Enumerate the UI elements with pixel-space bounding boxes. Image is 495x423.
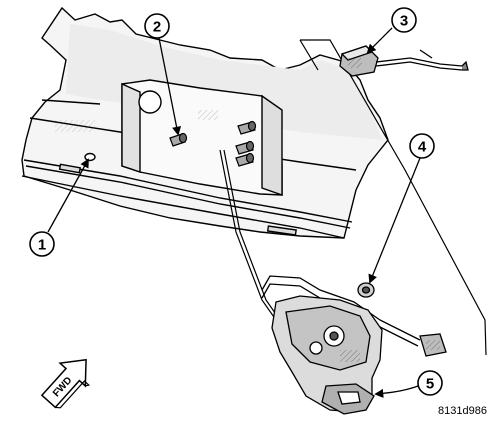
- release-rod: [219, 149, 281, 321]
- svg-text:2: 2: [153, 19, 161, 36]
- leader-2: [158, 37, 182, 136]
- callout-5: 5: [417, 370, 443, 396]
- stud-left: [169, 132, 188, 147]
- figure-id: 8131d986: [438, 405, 487, 417]
- stud-right-top: [237, 120, 257, 135]
- stud-right-bottom: [235, 152, 255, 167]
- callout-3: 3: [391, 7, 417, 33]
- svg-text:4: 4: [418, 139, 427, 156]
- fwd-arrow: FWD: [40, 358, 91, 409]
- leader-4: [368, 157, 421, 284]
- callout-1: 1: [29, 231, 55, 257]
- leader-3: [366, 27, 393, 54]
- door-ajar-switch: [339, 45, 469, 77]
- stud-set: [169, 120, 257, 167]
- svg-text:5: 5: [426, 376, 434, 393]
- latch-mounting-plate: [121, 79, 283, 196]
- leader-lines: [47, 27, 421, 398]
- fwd-arrow-icon: [40, 358, 87, 409]
- callout-4: 4: [409, 133, 435, 159]
- leader-5: [374, 385, 419, 398]
- callout-2: 2: [144, 13, 170, 39]
- svg-text:3: 3: [400, 13, 408, 30]
- door-latch-assembly: [261, 275, 447, 415]
- svg-text:1: 1: [38, 237, 46, 254]
- leader-1: [47, 158, 89, 233]
- stud-right-mid: [235, 140, 255, 155]
- retaining-nut: [357, 282, 375, 298]
- clearance-sheet: [299, 39, 487, 356]
